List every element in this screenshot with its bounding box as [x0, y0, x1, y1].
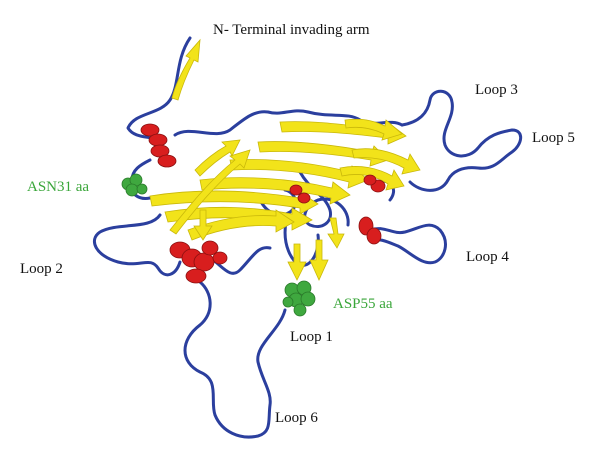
n-terminal-arm-coil: [126, 36, 192, 144]
beta-sheets: [149, 38, 421, 281]
strand-3: [187, 209, 295, 241]
helix-central: [289, 184, 311, 204]
helix-lower-left: [169, 240, 228, 284]
strand-12: [194, 139, 241, 177]
helix-upper-left: [140, 123, 177, 168]
loop5-label: Loop 5: [532, 130, 575, 146]
loop2-label: Loop 2: [20, 261, 63, 277]
strand-8: [344, 118, 403, 141]
loop6-coil: [183, 280, 287, 439]
strand-7: [279, 121, 407, 145]
central-down-strand: [193, 209, 213, 241]
strand-11: [169, 149, 251, 235]
strand-9: [351, 148, 421, 175]
strand-10: [339, 166, 405, 191]
loop2-coil: [93, 213, 182, 277]
loop1-coil: [283, 220, 320, 267]
asp55-residue: [282, 280, 316, 317]
asn31-label: ASN31 aa: [27, 179, 90, 195]
alpha-helices: [140, 123, 386, 284]
asp55-label: ASP55 aa: [333, 296, 393, 312]
loop1-strand-a: [287, 243, 307, 281]
loop1-strand-b: [309, 239, 329, 281]
n-terminal-strand: [171, 38, 201, 101]
strand-4: [199, 177, 351, 205]
loop4-label: Loop 4: [466, 249, 509, 265]
residues: [121, 173, 316, 317]
central-coil-d: [208, 246, 272, 275]
central-down-strand-2: [327, 217, 345, 249]
loop6-label: Loop 6: [275, 410, 318, 426]
strand-6: [257, 141, 389, 167]
loop1-label: Loop 1: [290, 329, 333, 345]
loop3-loop5-coil: [400, 89, 523, 192]
coil-backbone: [93, 36, 523, 439]
n-terminal-label: N- Terminal invading arm: [213, 22, 370, 38]
loop3-label: Loop 3: [475, 82, 518, 98]
asn31-residue: [121, 173, 148, 197]
helix-right: [358, 174, 386, 245]
loop4-coil: [368, 223, 447, 265]
